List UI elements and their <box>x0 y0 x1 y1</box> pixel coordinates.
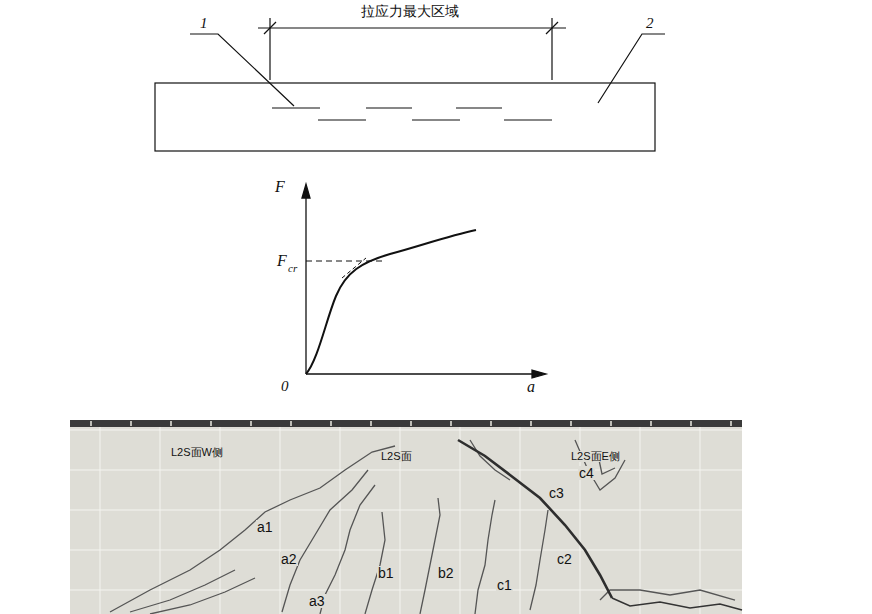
photo-label: L2S面W侧 <box>170 447 224 458</box>
axis-label: a <box>527 379 535 395</box>
crack-label: c3 <box>548 486 565 500</box>
crack-label: a1 <box>256 520 274 534</box>
dimension-label: 拉应力最大区域 <box>361 4 459 18</box>
photo-label: L2S面 <box>380 451 413 462</box>
crack-label: c2 <box>556 552 573 566</box>
callout-number: 1 <box>200 16 208 31</box>
crack-label: c1 <box>496 578 513 592</box>
axis-label: F <box>275 179 285 195</box>
crack-label: a2 <box>280 552 298 566</box>
callout-number: 2 <box>646 16 654 31</box>
axis-label: F <box>277 253 287 269</box>
crack-label: a3 <box>308 594 326 608</box>
photo-label: L2S面E侧 <box>570 451 621 462</box>
origin-label: 0 <box>281 379 289 394</box>
load-curve <box>302 184 546 378</box>
crack-label: b2 <box>437 566 455 580</box>
beam-figure <box>155 18 665 151</box>
crack-photo <box>70 420 742 614</box>
crack-label: c4 <box>578 466 595 480</box>
crack-label: b1 <box>377 566 395 580</box>
axis-subscript: cr <box>288 263 297 274</box>
